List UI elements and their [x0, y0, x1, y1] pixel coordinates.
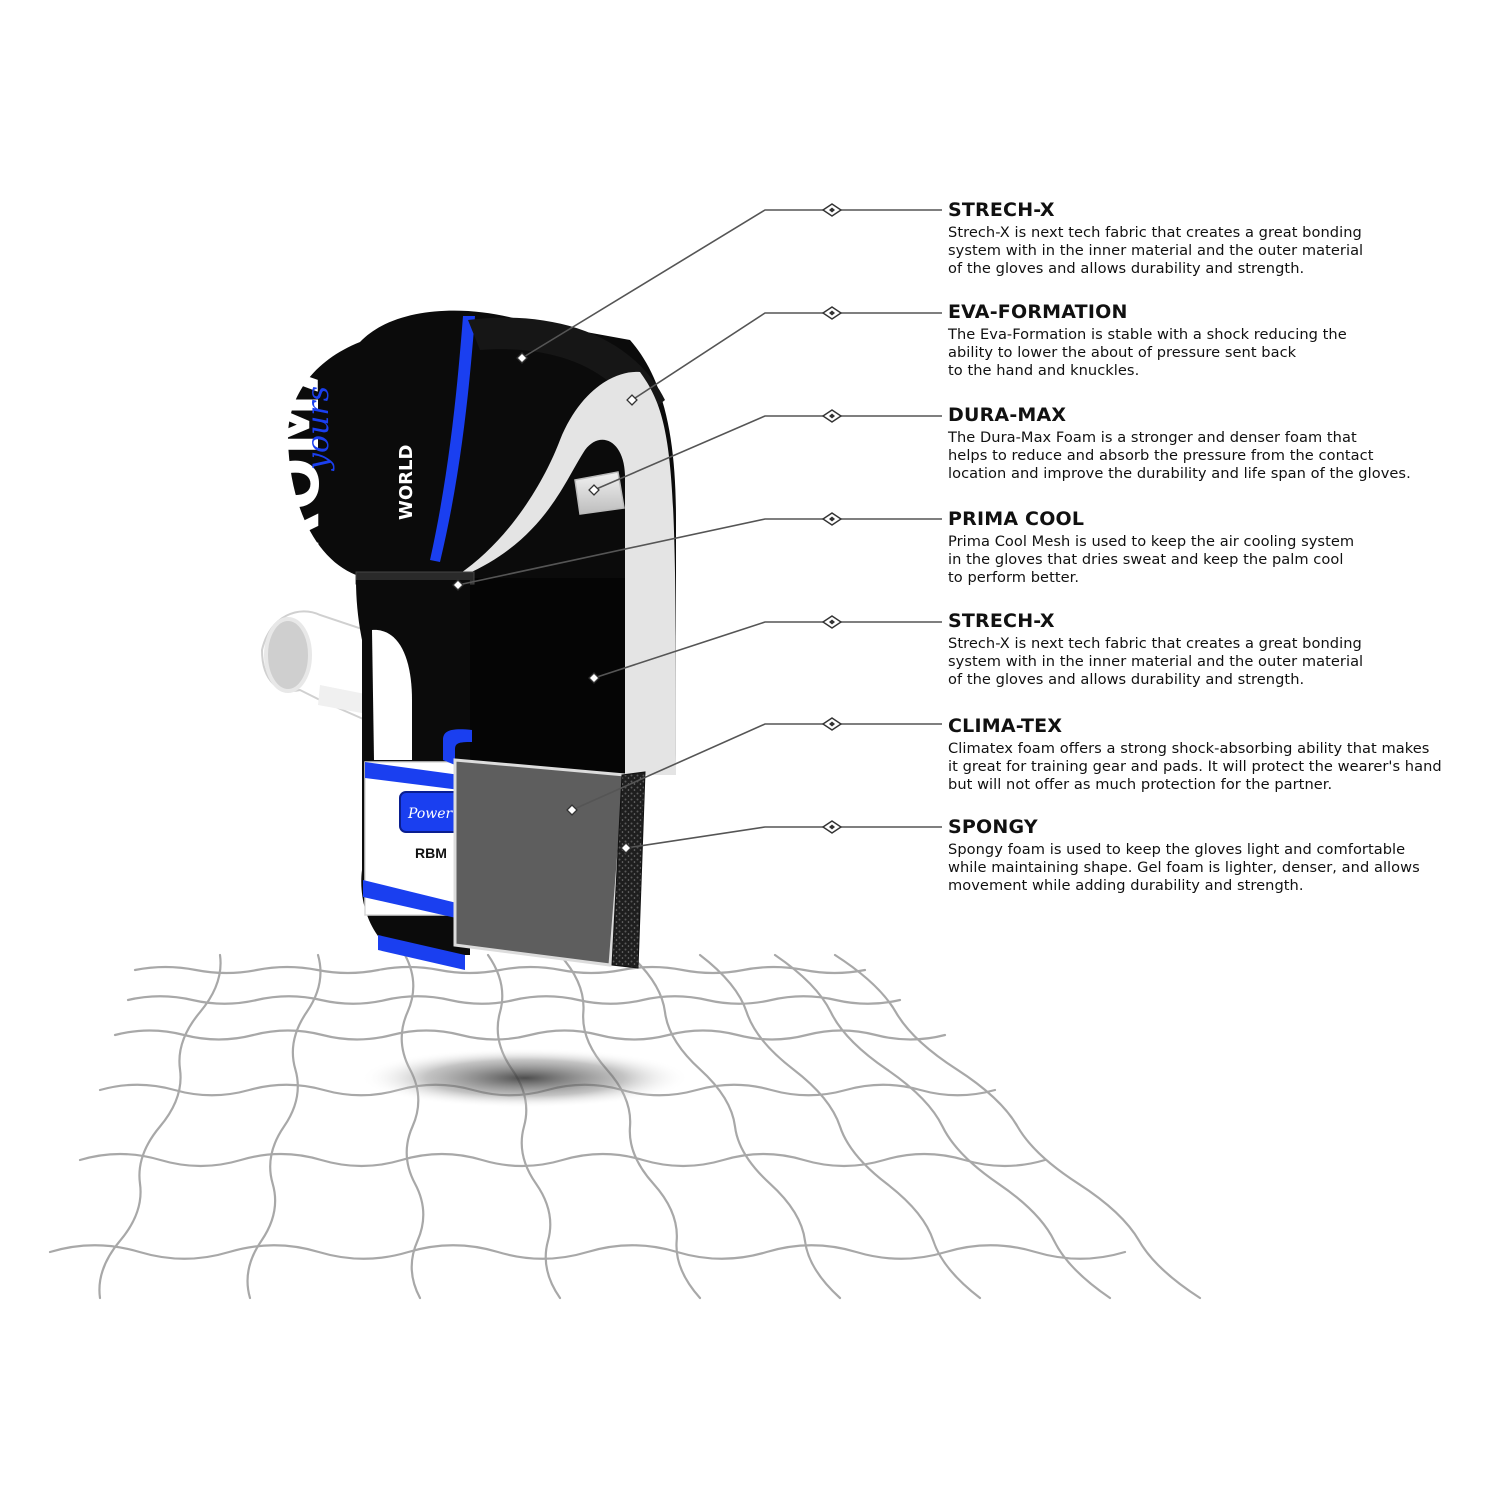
- callout-title: CLIMA-TEX: [948, 715, 1063, 737]
- leader-diamond-marker: [821, 717, 843, 731]
- glove-script-text: yours: [301, 386, 336, 472]
- thumb-opening: [264, 617, 312, 693]
- callout-title: SPONGY: [948, 816, 1038, 838]
- callout-strech-x-outer: STRECH-X Strech-X is next tech fabric th…: [948, 199, 1488, 278]
- cuff-model-text: RBM: [415, 845, 447, 861]
- callout-prima-cool: PRIMA COOL Prima Cool Mesh is used to ke…: [948, 508, 1488, 587]
- net-line: [113, 1029, 947, 1041]
- floor-net: [48, 953, 1202, 1300]
- net-line: [486, 953, 562, 1300]
- callout-description: Strech-X is next tech fabric that create…: [948, 635, 1364, 688]
- leader-endpoint-marker: [516, 352, 528, 364]
- callout-description: The Dura-Max Foam is a stronger and dens…: [948, 429, 1411, 482]
- net-line: [628, 953, 842, 1300]
- leader-endpoint-marker: [626, 394, 638, 406]
- leader-line: [571, 723, 942, 811]
- glove-brand-text: ROMAIF: [260, 272, 333, 560]
- callout-title: DURA-MAX: [948, 404, 1067, 426]
- glove-illustration: ROMAIF yours WORLD Power RBM: [260, 272, 676, 970]
- callout-description: Strech-X is next tech fabric that create…: [948, 224, 1364, 277]
- leader-line: [457, 518, 942, 586]
- net-line: [833, 953, 1202, 1300]
- net-line: [558, 953, 702, 1300]
- layer-eva-formation: [458, 371, 676, 775]
- net-line: [400, 953, 425, 1300]
- leader-line: [521, 209, 942, 359]
- leader-diamond-marker: [821, 203, 843, 217]
- leader-endpoint-marker: [452, 579, 464, 591]
- leader-line: [631, 312, 942, 401]
- blue-stripe: [430, 316, 475, 562]
- net-line: [698, 953, 982, 1300]
- layer-spongy: [611, 771, 646, 969]
- leader-diamond-marker: [821, 306, 843, 320]
- leader-diamond-marker: [821, 409, 843, 423]
- cuff-band-top: [365, 762, 460, 790]
- callout-eva-formation: EVA-FORMATION The Eva-Formation is stabl…: [948, 301, 1488, 380]
- leader-endpoint-marker: [620, 842, 632, 854]
- leader-lines: [457, 209, 942, 849]
- callout-title: EVA-FORMATION: [948, 301, 1128, 323]
- glove-side-text: WORLD: [396, 445, 417, 520]
- leader-endpoint-marker: [588, 672, 600, 684]
- callout-title: PRIMA COOL: [948, 508, 1085, 530]
- net-line: [773, 953, 1112, 1300]
- leader-diamond-marker: [821, 615, 843, 629]
- leader-line: [593, 621, 942, 679]
- net-line: [133, 965, 867, 975]
- leader-line: [593, 415, 942, 491]
- cuff-patch-text: Power: [407, 806, 454, 822]
- net-line: [126, 995, 902, 1005]
- layer-clima-tex: [453, 758, 627, 967]
- callout-description: Spongy foam is used to keep the gloves l…: [948, 841, 1420, 894]
- net-line: [98, 953, 222, 1300]
- callout-title: STRECH-X: [948, 610, 1055, 632]
- glove-shadow: [360, 1048, 690, 1108]
- callout-title: STRECH-X: [948, 199, 1055, 221]
- layer-strech-x-outer: [468, 317, 665, 420]
- leader-endpoint-marker: [566, 804, 578, 816]
- callout-strech-x-inner: STRECH-X Strech-X is next tech fabric th…: [948, 610, 1488, 689]
- callout-description: Climatex foam offers a strong shock-abso…: [948, 740, 1442, 793]
- leader-line: [625, 826, 942, 849]
- layer-strech-x-inner: [470, 578, 625, 775]
- leader-diamond-marker: [821, 512, 843, 526]
- net-line: [48, 1244, 1127, 1260]
- callout-spongy: SPONGY Spongy foam is used to keep the g…: [948, 816, 1488, 895]
- callout-clima-tex: CLIMA-TEX Climatex foam offers a strong …: [948, 715, 1488, 794]
- cuff-band-bottom: [363, 880, 465, 920]
- leader-diamond-marker: [821, 820, 843, 834]
- layer-dura-max: [574, 471, 625, 515]
- callout-description: The Eva-Formation is stable with a shock…: [948, 326, 1347, 379]
- callout-description: Prima Cool Mesh is used to keep the air …: [948, 533, 1355, 586]
- net-line: [78, 1152, 1047, 1168]
- callout-dura-max: DURA-MAX The Dura-Max Foam is a stronger…: [948, 404, 1488, 483]
- leader-markers: [452, 203, 843, 854]
- net-line: [246, 953, 322, 1300]
- cuff-band-base: [378, 935, 465, 970]
- leader-endpoint-marker: [588, 484, 600, 496]
